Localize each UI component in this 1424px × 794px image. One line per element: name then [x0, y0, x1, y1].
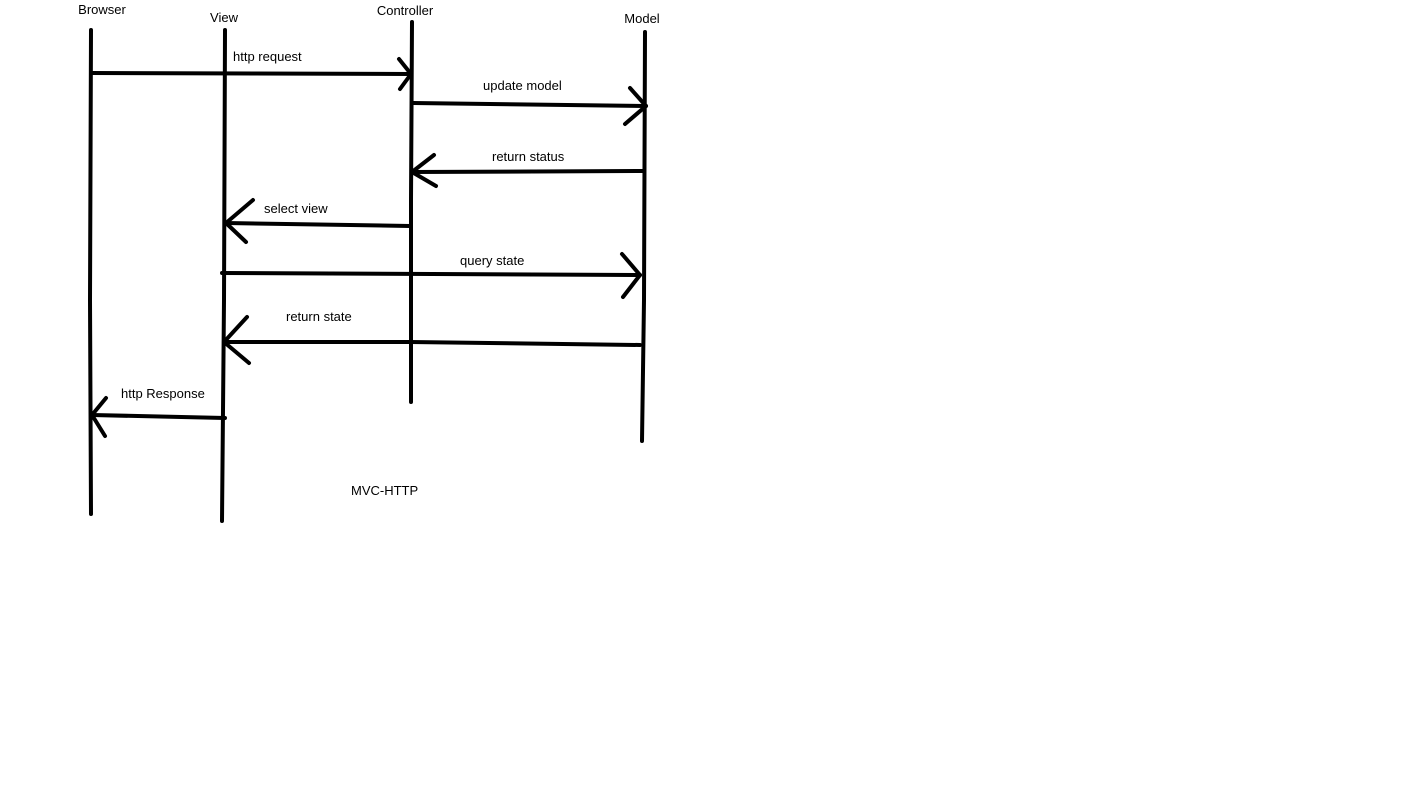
arrowhead-http-request	[397, 57, 413, 91]
lifeline-model	[640, 30, 647, 443]
arrowhead-query-state	[620, 252, 642, 299]
arrow-query-state	[220, 271, 642, 277]
message-label-select-view: select view	[264, 201, 328, 216]
arrow-return-status	[410, 169, 646, 174]
message-label-return-state: return state	[286, 309, 352, 324]
lifeline-browser	[88, 28, 93, 516]
arrow-update-model	[411, 101, 648, 108]
lifeline-view	[220, 28, 227, 523]
participant-view-label: View	[210, 10, 238, 25]
arrowhead-http-response	[90, 396, 108, 438]
message-label-http-request: http request	[233, 49, 302, 64]
arrowhead-return-state	[222, 315, 251, 365]
participant-controller-label: Controller	[376, 3, 434, 18]
participant-model-label: Model	[624, 11, 660, 26]
participant-browser-label: Browser	[78, 2, 126, 17]
diagram-caption: MVC-HTTP	[351, 483, 419, 498]
arrowhead-update-model	[623, 86, 648, 126]
arrow-http-response	[90, 413, 227, 420]
message-label-http-response: http Response	[121, 386, 205, 401]
message-label-query-state: query state	[460, 253, 525, 268]
message-label-return-status: return status	[492, 149, 565, 164]
arrow-return-state	[222, 340, 642, 347]
arrowhead-select-view	[224, 198, 255, 244]
message-label-update-model: update model	[483, 78, 562, 93]
lifeline-controller	[409, 20, 414, 404]
arrowhead-return-status	[410, 153, 438, 188]
arrow-http-request	[89, 71, 413, 76]
arrow-select-view	[224, 221, 412, 228]
